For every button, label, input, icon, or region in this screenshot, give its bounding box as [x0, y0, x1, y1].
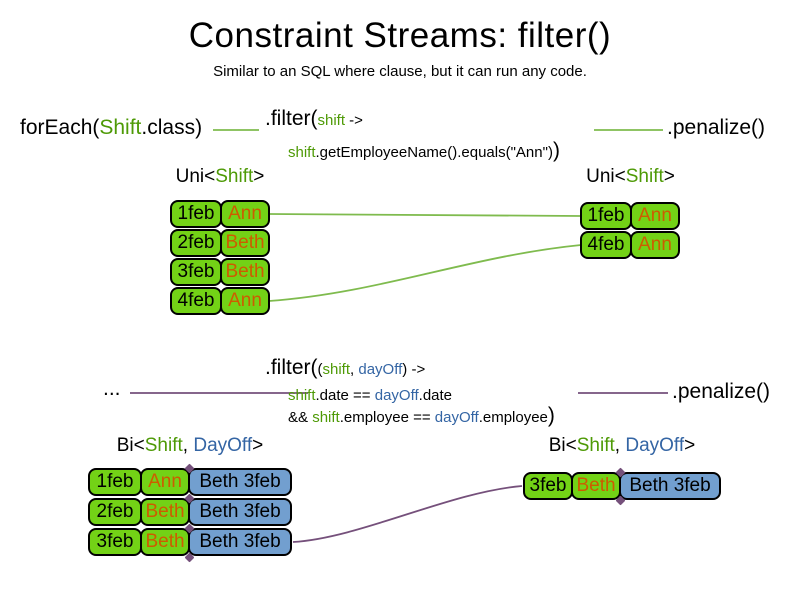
uni-right-label: Uni<Shift>	[586, 166, 675, 187]
code-foreach: forEach(Shift.class)	[20, 116, 203, 139]
connector-bi-row-3feb	[292, 485, 523, 543]
shift-date-cell: 3feb	[523, 472, 573, 500]
code-filter-mid-line2: shift.date == dayOff.date	[288, 387, 453, 404]
shift-employee-cell: Beth	[571, 472, 621, 500]
code-penalize-top: .penalize()	[667, 116, 766, 139]
shift-employee-cell: Beth	[140, 528, 190, 556]
dayoff-cell: Beth 3feb	[188, 468, 292, 496]
shift-employee-cell: Ann	[630, 202, 680, 230]
code-filter-top-body: shift.getEmployeeName().equals("Ann"))	[288, 139, 560, 162]
bi-right-label: Bi<Shift, DayOff>	[548, 435, 696, 456]
code-ellipsis: ...	[103, 377, 121, 400]
shift-employee-cell: Beth	[220, 258, 270, 286]
shift-date-cell: 3feb	[88, 528, 142, 556]
code-penalize-mid: .penalize()	[672, 380, 771, 403]
shift-employee-cell: Beth	[220, 229, 270, 257]
uni-left-label: Uni<Shift>	[175, 166, 265, 187]
shift-date-cell: 1feb	[580, 202, 632, 230]
shift-date-cell: 4feb	[580, 231, 632, 259]
dayoff-cell: Beth 3feb	[619, 472, 721, 500]
shift-date-cell: 2feb	[170, 229, 222, 257]
dayoff-cell: Beth 3feb	[188, 498, 292, 526]
code-filter-mid: .filter((shift, dayOff) ->	[265, 356, 426, 379]
shift-date-cell: 1feb	[170, 200, 222, 228]
shift-date-cell: 3feb	[170, 258, 222, 286]
shift-date-cell: 2feb	[88, 498, 142, 526]
page-title: Constraint Streams: filter()	[188, 16, 612, 55]
dayoff-cell: Beth 3feb	[188, 528, 292, 556]
shift-date-cell: 1feb	[88, 468, 142, 496]
shift-employee-cell: Ann	[220, 200, 270, 228]
bi-left-label: Bi<Shift, DayOff>	[116, 435, 264, 456]
connector-row-4feb-ann	[268, 244, 582, 302]
code-filter-top: .filter(shift ->	[265, 107, 363, 130]
shift-employee-cell: Ann	[220, 287, 270, 315]
page-subtitle: Similar to an SQL where clause, but it c…	[213, 63, 587, 80]
shift-date-cell: 4feb	[170, 287, 222, 315]
shift-employee-cell: Ann	[630, 231, 680, 259]
code-filter-mid-line3: && shift.employee == dayOff.employee)	[288, 404, 555, 427]
shift-employee-cell: Beth	[140, 498, 190, 526]
connector-row-1feb-ann	[268, 213, 582, 217]
shift-employee-cell: Ann	[140, 468, 190, 496]
